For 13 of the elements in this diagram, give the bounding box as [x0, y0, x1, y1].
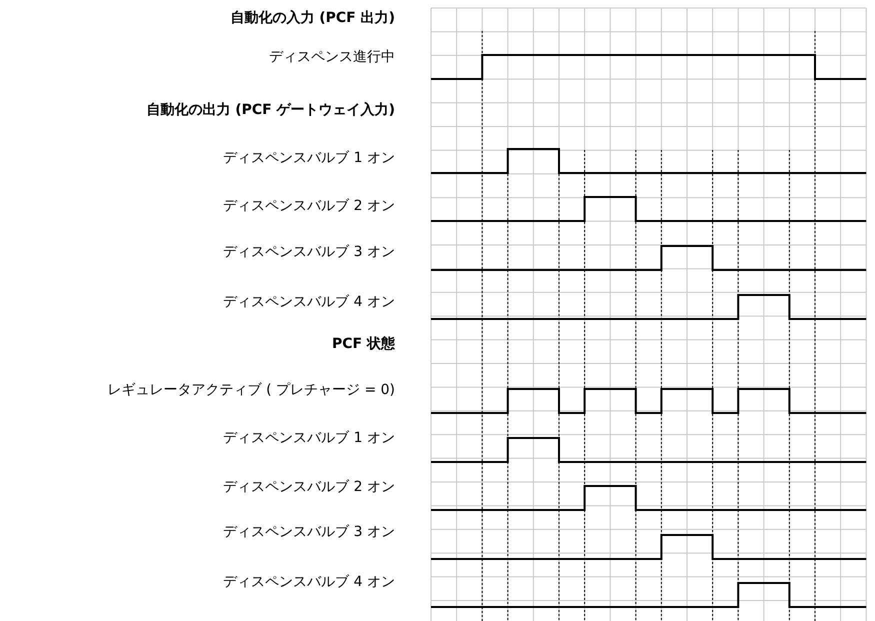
- section-heading: 自動化の入力 (PCF 出力): [230, 9, 395, 27]
- signal-label: ディスペンス進行中: [269, 48, 395, 66]
- signal-label: ディスペンスバルブ 4 オン: [223, 293, 395, 311]
- section-heading: PCF 状態: [332, 335, 395, 353]
- signal-label: ディスペンスバルブ 3 オン: [223, 243, 395, 261]
- signal-label: レギュレータアクティブ ( プレチャージ = 0): [108, 381, 395, 399]
- signal-label: ディスペンスバルブ 1 オン: [223, 149, 395, 167]
- signal-label: ディスペンスバルブ 2 オン: [223, 478, 395, 496]
- section-heading: 自動化の出力 (PCF ゲートウェイ入力): [146, 101, 395, 119]
- signal-label: ディスペンスバルブ 1 オン: [223, 429, 395, 447]
- signal-label: ディスペンスバルブ 4 オン: [223, 573, 395, 591]
- signal-label: ディスペンスバルブ 3 オン: [223, 523, 395, 541]
- signal-label: ディスペンスバルブ 2 オン: [223, 197, 395, 215]
